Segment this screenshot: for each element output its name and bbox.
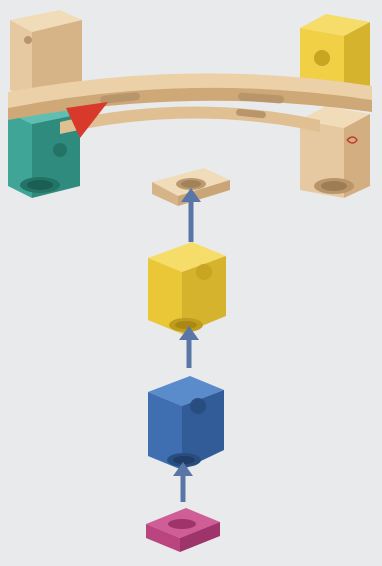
teal-cube bbox=[8, 104, 80, 198]
yellow-cube bbox=[148, 242, 226, 334]
